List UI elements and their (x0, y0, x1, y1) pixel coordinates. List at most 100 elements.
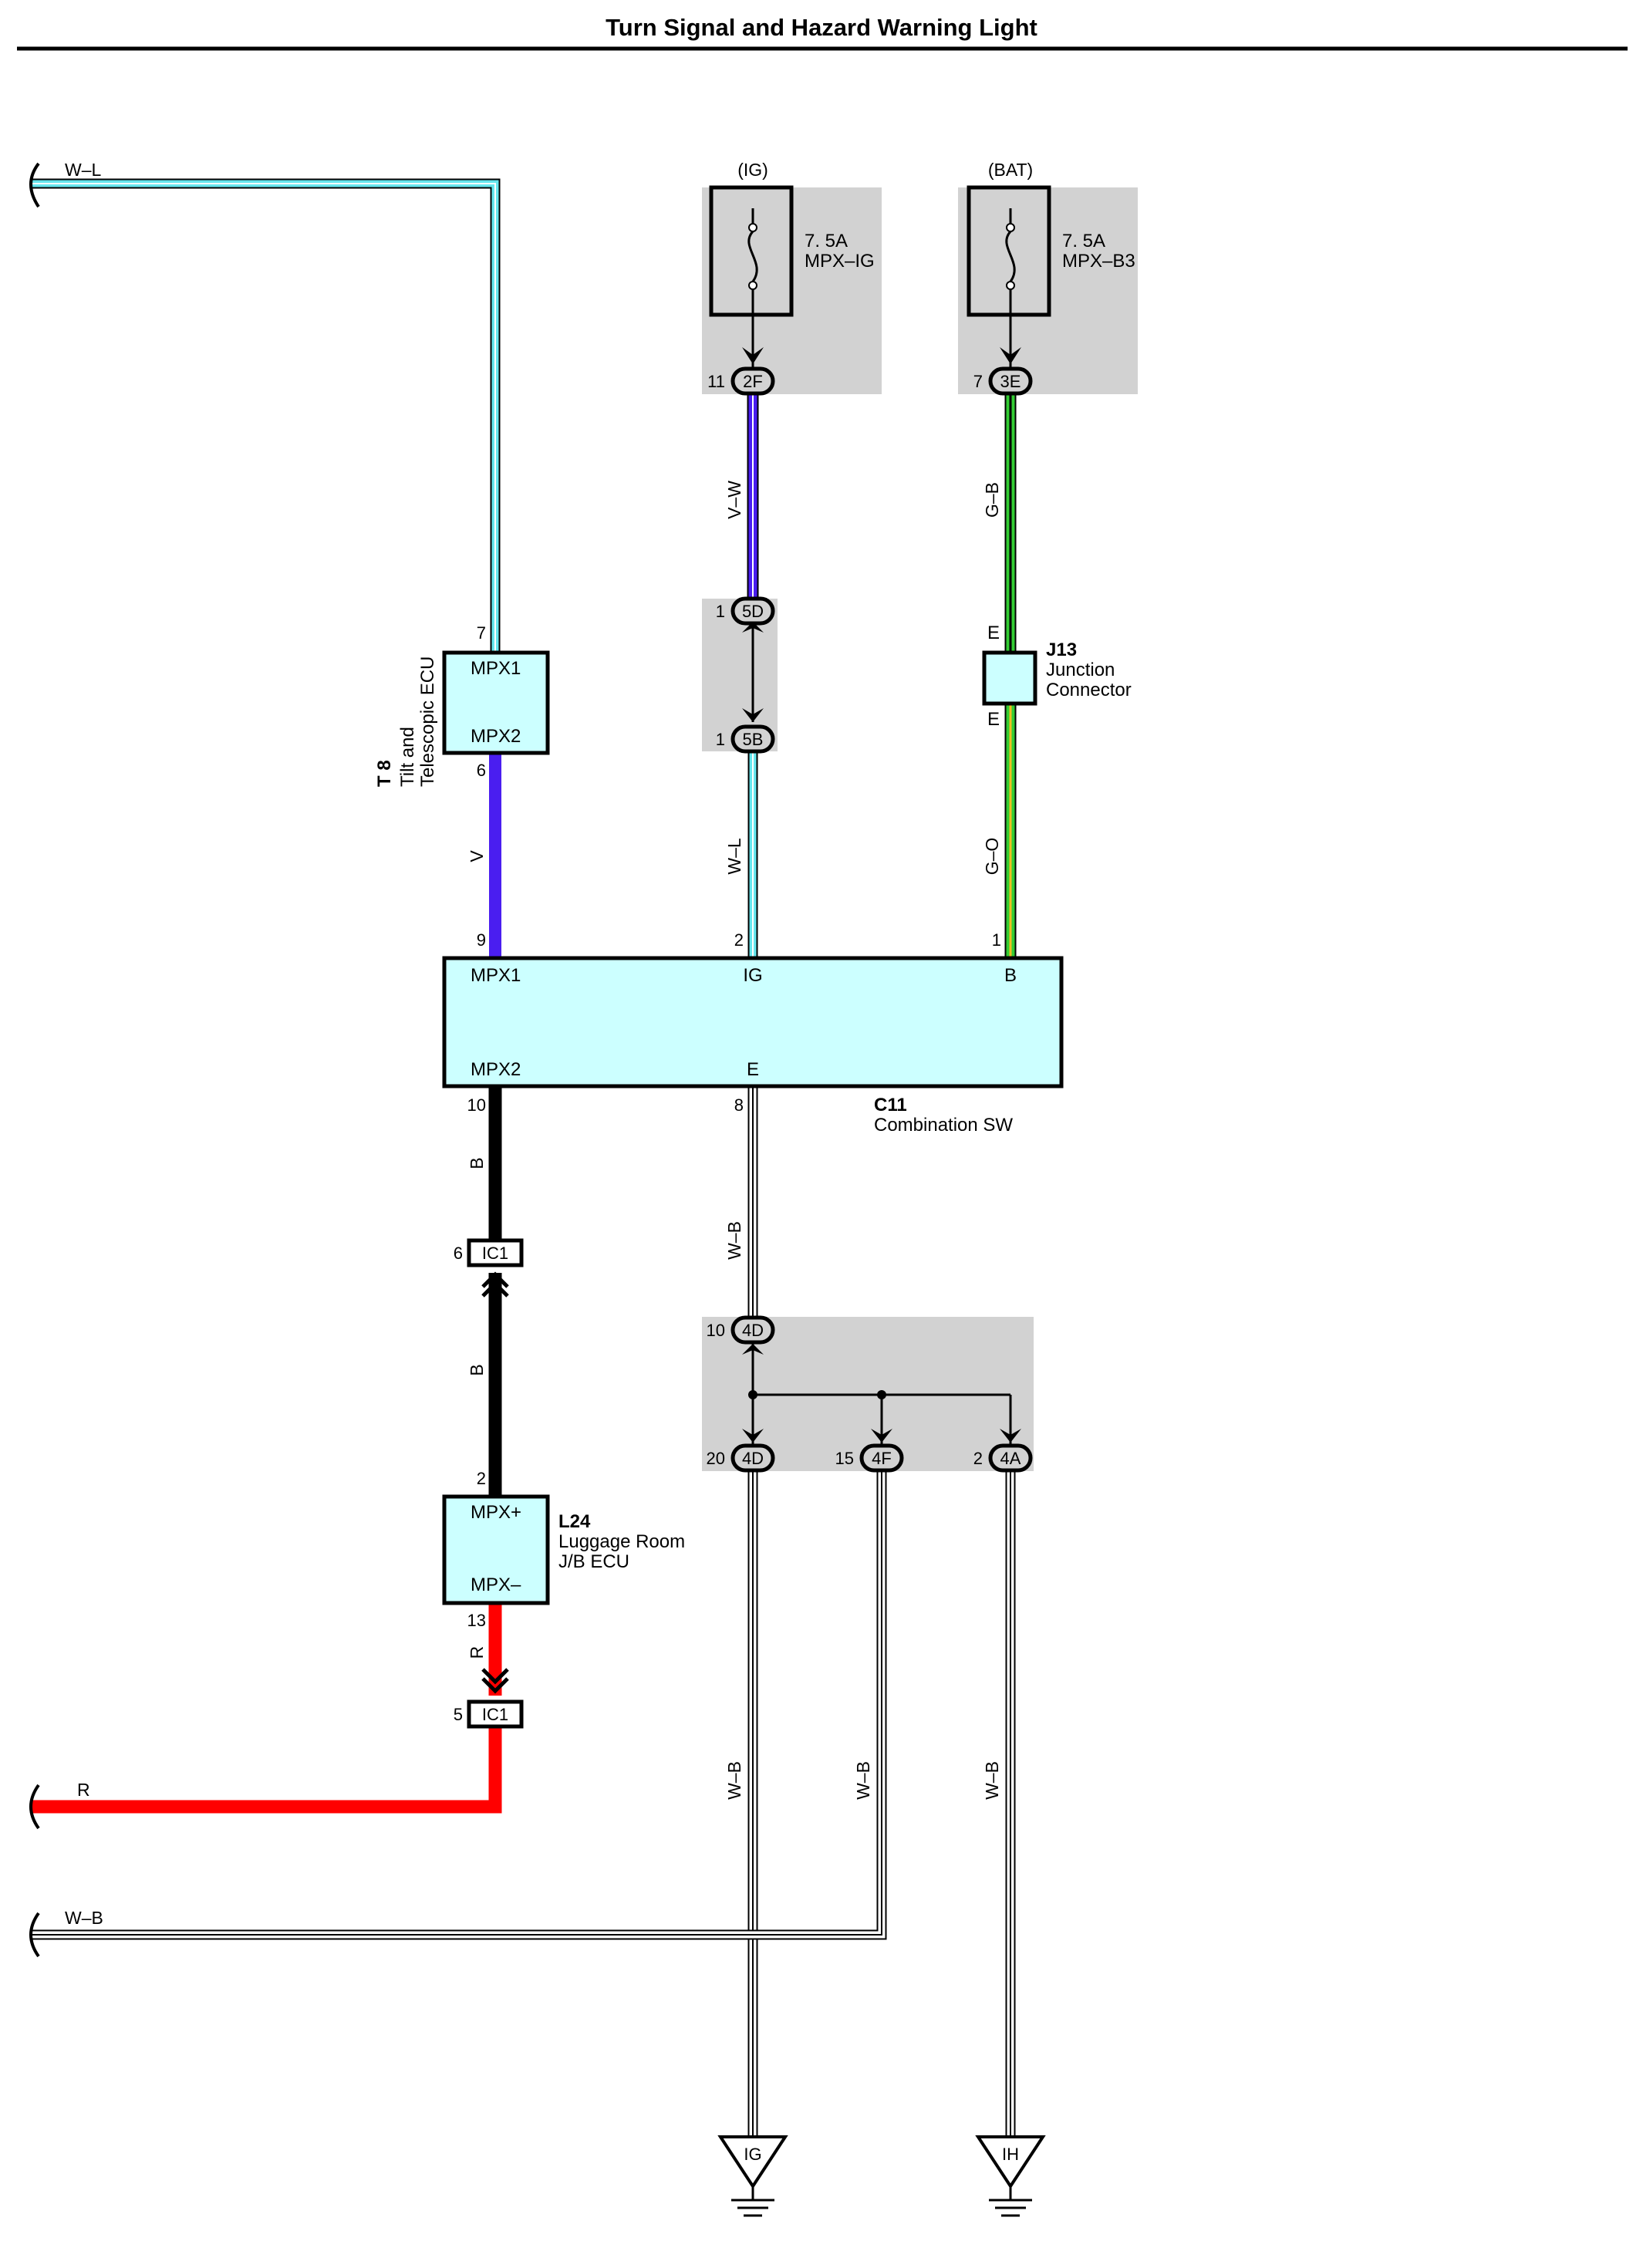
connector-2f (730, 366, 775, 396)
l24-pin-bottom: 13 (467, 1611, 486, 1630)
connector-4d-top-label: 4D (742, 1321, 764, 1340)
c11-pin-b: 1 (992, 930, 1001, 950)
c11-pin-mpx2: 10 (467, 1095, 486, 1115)
j13-box (982, 650, 1037, 706)
connector-5b-label: 5B (743, 730, 764, 749)
wire-label-r-vertical: R (467, 1646, 487, 1659)
c11-terminal-mpx1: MPX1 (471, 965, 521, 986)
continuation-mark-w-b (29, 1912, 40, 1958)
connector-ic1-bottom (467, 1668, 524, 1729)
l24-pin-top: 2 (477, 1469, 486, 1488)
connector-3e (988, 366, 1033, 396)
connector-4a-label: 4A (1000, 1449, 1021, 1468)
fuse-ig (709, 185, 794, 369)
wire-label-w-b-left: W–B (65, 1908, 103, 1928)
c11-pin-ig: 2 (734, 930, 744, 950)
c11-pin-mpx1: 9 (477, 930, 486, 950)
connector-ic1-top (467, 1238, 524, 1298)
connector-4f-pin: 15 (835, 1449, 854, 1468)
connector-4d-top (730, 1315, 775, 1355)
t8-code: T 8 (374, 760, 395, 787)
connector-2f-label: 2F (743, 372, 763, 391)
connector-4d-bottom (730, 1429, 775, 1473)
ground-ih-symbol (975, 2135, 1046, 2217)
continuation-mark-r (29, 1784, 40, 1830)
l24-terminal-top: MPX+ (471, 1502, 521, 1523)
wire-label-b-lower: B (467, 1364, 487, 1375)
l24-code: L24 (558, 1511, 591, 1532)
ig-fuse-rating: 7. 5A (805, 231, 848, 251)
bat-source-label: (BAT) (988, 160, 1033, 180)
j13-name-line1: Junction (1046, 660, 1115, 680)
wire-label-g-b: G–B (982, 482, 1002, 518)
ig-pin-label: 11 (707, 372, 725, 391)
connector-4d-bottom-pin: 20 (707, 1449, 725, 1468)
t8-name-line2: Telescopic ECU (417, 656, 438, 787)
ground-ih-label: IH (1002, 2145, 1019, 2164)
t8-terminal-top: MPX1 (471, 658, 521, 679)
continuation-mark-w-l (29, 162, 40, 208)
c11-box (442, 956, 1064, 1088)
l24-name-line2: J/B ECU (558, 1551, 629, 1572)
t8-box (442, 650, 550, 755)
wire-label-b-upper: B (467, 1157, 487, 1169)
connector-ic1-top-label: IC1 (482, 1244, 508, 1263)
l24-name-line1: Luggage Room (558, 1531, 685, 1552)
connector-5d (730, 596, 775, 633)
connector-5d-label: 5D (742, 602, 764, 621)
connector-4d-bottom-label: 4D (742, 1449, 764, 1468)
wire-label-g-o: G–O (982, 838, 1002, 876)
t8-name-line1: Tilt and (397, 727, 418, 787)
wire-w-l-top (31, 178, 501, 653)
connector-4a (988, 1429, 1033, 1473)
wire-label-v: V (467, 850, 487, 862)
j13-terminal-bottom: E (987, 709, 1000, 730)
t8-terminal-bottom: MPX2 (471, 726, 521, 747)
connector-4f (859, 1429, 904, 1473)
l24-terminal-bottom: MPX– (471, 1574, 521, 1595)
wire-label-w-b-upper: W–B (724, 1221, 744, 1260)
t8-pin-bottom: 6 (477, 761, 486, 780)
wire-label-w-b-4f: W–B (853, 1761, 873, 1800)
wire-label-w-l-top: W–L (65, 160, 102, 180)
bat-fuse-name: MPX–B3 (1062, 251, 1135, 272)
j13-terminal-top: E (987, 623, 1000, 643)
connector-5d-pin: 1 (716, 602, 725, 621)
j13-code: J13 (1046, 640, 1077, 660)
j13-name-line2: Connector (1046, 680, 1132, 700)
bat-fuse-rating: 7. 5A (1062, 231, 1105, 251)
connector-5b (730, 708, 775, 754)
ig-source-label: (IG) (737, 160, 768, 180)
bat-pin-label: 7 (973, 372, 983, 391)
c11-code: C11 (874, 1095, 907, 1115)
connector-ic1-bottom-label: IC1 (482, 1705, 508, 1724)
connector-ic1-bottom-pin: 5 (454, 1705, 463, 1724)
c11-terminal-mpx2: MPX2 (471, 1059, 521, 1080)
connector-4a-pin: 2 (973, 1449, 983, 1468)
connector-4f-label: 4F (872, 1449, 892, 1468)
c11-terminal-b: B (1004, 965, 1017, 986)
connector-4d-top-pin: 10 (707, 1321, 725, 1340)
connector-3e-label: 3E (1000, 372, 1021, 391)
l24-box (442, 1494, 550, 1605)
page-title: Turn Signal and Hazard Warning Light (606, 14, 1037, 41)
wire-r-left (31, 1726, 502, 1814)
ig-fuse-name: MPX–IG (805, 251, 875, 272)
wire-label-r-left: R (77, 1780, 90, 1800)
c11-pin-e: 8 (734, 1095, 744, 1115)
wire-label-w-b-4d: W–B (724, 1761, 744, 1800)
wire-w-b-4f (31, 1470, 887, 1940)
connector-5b-pin: 1 (716, 730, 725, 749)
wire-label-v-w: V–W (724, 481, 744, 519)
c11-terminal-ig: IG (743, 965, 762, 986)
wire-label-w-l-mid: W–L (724, 838, 744, 875)
ground-ig-label: IG (744, 2145, 761, 2164)
t8-pin-top: 7 (477, 623, 486, 643)
c11-name: Combination SW (874, 1115, 1013, 1136)
c11-terminal-e: E (747, 1059, 759, 1080)
ground-ig-symbol (717, 2135, 788, 2217)
fuse-bat (967, 185, 1051, 369)
wire-label-w-b-4a: W–B (982, 1761, 1002, 1800)
connector-ic1-top-pin: 6 (454, 1244, 463, 1263)
